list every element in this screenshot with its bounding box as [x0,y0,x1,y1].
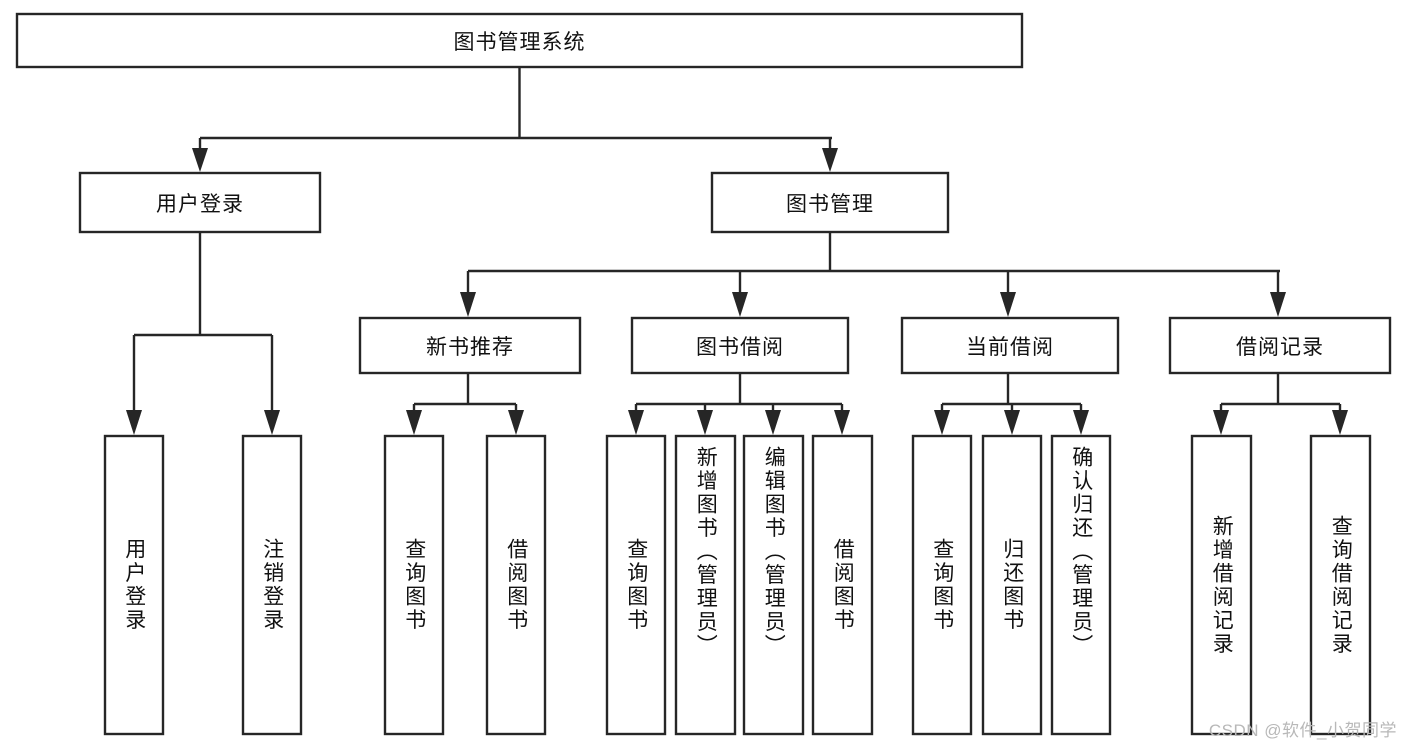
watermark-text: CSDN @软件_小贺同学 [1208,721,1397,740]
node-leaf-user-login[interactable] [103,434,165,736]
arrow-head-leaf-query-book-recommend [406,410,422,435]
node-root[interactable] [15,12,1024,69]
node-leaf-query-book-current[interactable] [911,434,973,736]
node-leaf-query-borrow-record[interactable] [1309,434,1372,736]
arrow-head-leaf-borrow-book [834,410,850,435]
node-leaf-edit-book-admin[interactable] [742,434,805,736]
node-leaf-logout[interactable] [241,434,303,736]
node-leaf-query-book-borrow[interactable] [605,434,667,736]
arrow-head-current-borrow [1000,292,1016,317]
arrow-head-leaf-add-book-admin [697,410,713,435]
node-new-book-recommend[interactable] [358,316,582,375]
arrow-head-leaf-query-book-current [934,410,950,435]
node-current-borrow[interactable] [900,316,1120,375]
node-user-login[interactable] [78,171,322,234]
arrow-head-leaf-confirm-return-admin [1073,410,1089,435]
arrow-head-leaf-user-login [126,410,142,435]
node-leaf-confirm-return-admin[interactable] [1050,434,1112,736]
node-leaf-add-book-admin[interactable] [674,434,737,736]
arrow-head-book-borrow [732,292,748,317]
arrow-head-borrow-records [1270,292,1286,317]
arrow-head-book-management [822,148,838,172]
arrow-head-leaf-return-book [1004,410,1020,435]
arrow-head-leaf-query-book-borrow [628,410,644,435]
node-layer [15,12,1392,736]
arrow-head-leaf-logout [264,410,280,435]
arrow-head-leaf-query-borrow-record [1332,410,1348,435]
node-book-borrow[interactable] [630,316,850,375]
node-borrow-records[interactable] [1168,316,1392,375]
arrow-head-leaf-add-borrow-record [1213,410,1229,435]
node-leaf-borrow-book-recommend[interactable] [485,434,547,736]
arrow-head-user-login [192,148,208,172]
node-leaf-query-book-recommend[interactable] [383,434,445,736]
node-leaf-return-book[interactable] [981,434,1043,736]
node-leaf-borrow-book[interactable] [811,434,874,736]
arrow-head-leaf-borrow-book-recommend [508,410,524,435]
arrow-head-leaf-edit-book-admin [765,410,781,435]
arrow-head-new-book-recommend [460,292,476,317]
connector-layer [126,67,1348,435]
node-book-management[interactable] [710,171,950,234]
node-leaf-add-borrow-record[interactable] [1190,434,1253,736]
